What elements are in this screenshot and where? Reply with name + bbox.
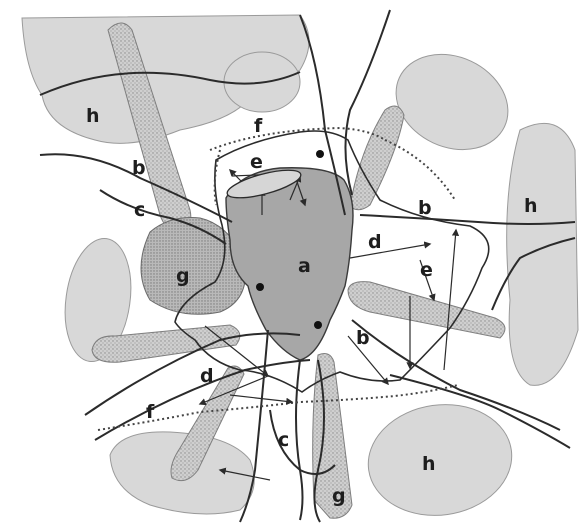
label-h-northwest: h xyxy=(86,105,100,127)
label-f-north: f xyxy=(254,115,263,137)
label-g-west: g xyxy=(176,265,190,287)
label-g-south: g xyxy=(332,485,346,507)
label-b-south: b xyxy=(356,327,370,349)
zone-h-east xyxy=(507,123,578,385)
label-d-east: d xyxy=(368,231,382,253)
label-e-east: e xyxy=(420,259,433,281)
node-west xyxy=(256,283,264,291)
label-c-west: c xyxy=(134,199,145,221)
label-e-top: e xyxy=(250,151,263,173)
node-south xyxy=(314,321,322,329)
label-a: a xyxy=(298,255,311,277)
label-b-west: b xyxy=(132,157,146,179)
label-b-east: b xyxy=(418,197,432,219)
label-f-south: f xyxy=(146,401,155,423)
label-c-south: c xyxy=(278,429,289,451)
node-north xyxy=(316,150,324,158)
label-h-southeast: h xyxy=(422,453,436,475)
label-h-east: h xyxy=(524,195,538,217)
label-d-west: d xyxy=(200,365,214,387)
